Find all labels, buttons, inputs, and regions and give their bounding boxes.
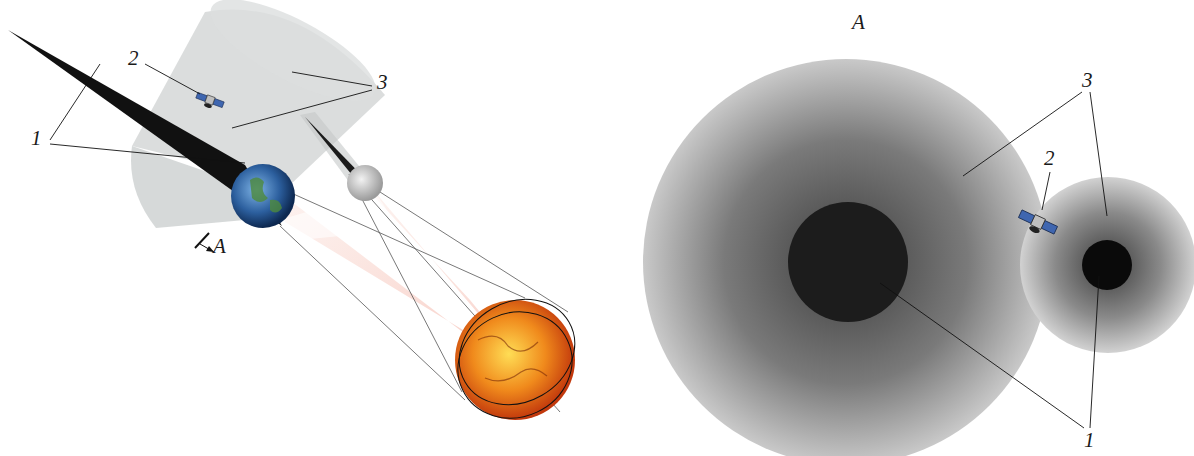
callout-number: A: [213, 236, 226, 257]
callout-number: 2: [128, 48, 139, 69]
callout-number: A: [852, 12, 865, 33]
callout-number: 1: [1084, 430, 1095, 451]
callout-number: 3: [1082, 70, 1093, 91]
callout-number: 2: [1044, 148, 1055, 169]
callout-number: 1: [31, 128, 42, 149]
callout-number: 3: [377, 72, 388, 93]
